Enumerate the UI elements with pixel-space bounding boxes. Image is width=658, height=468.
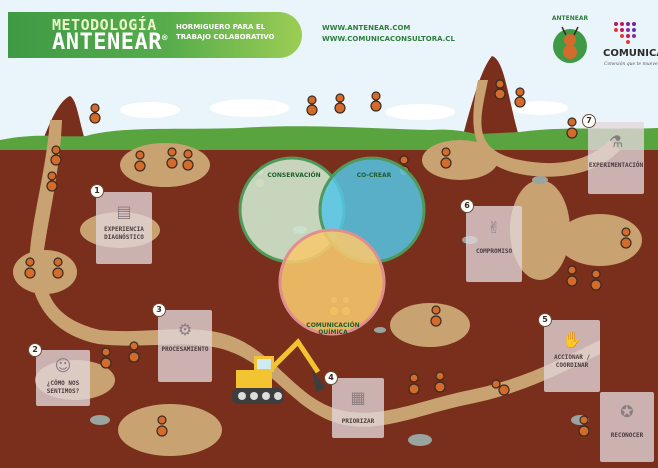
- step-label: PRIORIZAR: [332, 418, 384, 426]
- step-label-line-1: EXPERIMENTACIÓN: [588, 162, 644, 169]
- step-label: EXPERIMENTACIÓN: [588, 162, 644, 170]
- hands-icon: ✌: [487, 218, 501, 237]
- step-label: EXPERIENCIA DIAGNÓSTICO: [96, 226, 152, 242]
- gears-icon: ⚙: [177, 320, 193, 339]
- step-label-line-1: ACCIONAR /: [553, 354, 591, 361]
- step-label-line-2: COORDINAR: [555, 362, 589, 369]
- step-label-line-1: PRIORIZAR: [341, 418, 375, 425]
- step-number-3: 3: [152, 303, 166, 317]
- faces-icon: ☺: [54, 356, 72, 375]
- step-number-2: 2: [28, 343, 42, 357]
- comunica-logo-icon: [614, 22, 636, 44]
- antenear-logo-text: ANTENEAR: [551, 15, 589, 22]
- clouds: [120, 99, 568, 120]
- website-antenear-link[interactable]: WWW.ANTENEAR.COM: [322, 24, 411, 32]
- header-subtitle: HORMIGUERO PARA EL TRABAJO COLABORATIVO: [176, 22, 286, 42]
- step-card-experimentacion: ⚗ EXPERIMENTACIÓN: [588, 122, 644, 194]
- comunica-logo-text: COMUNICA: [603, 48, 658, 59]
- ants: [24, 79, 632, 437]
- step-number-6: 6: [460, 199, 474, 213]
- title-line-1: METODOLOGÍA: [52, 16, 157, 34]
- step-label: ¿CÓMO NOS SENTIMOS?: [36, 380, 90, 396]
- comunica-tagline: Conexión que te mueve: [604, 62, 658, 67]
- venn-label-cocrear: CO-CREAR: [356, 172, 392, 179]
- step-card-como-nos-sentimos: ☺ ¿CÓMO NOS SENTIMOS?: [36, 350, 90, 406]
- flask-icon: ⚗: [608, 132, 624, 151]
- step-number-4: 4: [324, 371, 338, 385]
- step-number-5: 5: [538, 313, 552, 327]
- venn-label-comunicacion-line-2: QUÍMICA: [318, 329, 348, 336]
- excavator: [232, 338, 326, 404]
- registered-mark: ®: [161, 33, 168, 44]
- step-label: ACCIONAR / COORDINAR: [544, 354, 600, 370]
- step-label-line-1: ¿CÓMO NOS: [46, 380, 80, 387]
- venn-label-conservacion: CONSERVACIÓN: [267, 172, 321, 179]
- subtitle-line-1: HORMIGUERO PARA EL: [176, 23, 266, 31]
- step-label-line-2: DIAGNÓSTICO: [104, 234, 144, 241]
- medal-icon: ✪: [620, 402, 634, 421]
- step-card-experiencia: ▤ EXPERIENCIA DIAGNÓSTICO: [96, 192, 152, 264]
- step-label-line-1: PROCESAMIENTO: [161, 346, 209, 353]
- handshake-icon: ✋: [562, 330, 582, 349]
- step-card-reconocer: ✪ RECONOCER: [600, 392, 654, 462]
- step-label-line-2: SENTIMOS?: [46, 388, 80, 395]
- antenear-logo: [553, 26, 587, 63]
- step-card-accionar: ✋ ACCIONAR / COORDINAR: [544, 320, 600, 392]
- title-brand: ANTENEAR: [52, 30, 162, 55]
- step-label: RECONOCER: [600, 432, 654, 440]
- step-label: PROCESAMIENTO: [158, 346, 212, 354]
- step-number-7: 7: [582, 114, 596, 128]
- title-line-2: ANTENEAR®: [52, 30, 168, 55]
- clipboard-icon: ▤: [116, 202, 132, 221]
- step-label: COMPROMISO: [466, 248, 522, 256]
- venn-label-comunicacion: COMUNICACIÓN QUÍMICA: [302, 322, 364, 336]
- step-card-compromiso: ✌ COMPROMISO: [466, 206, 522, 282]
- venn-label-comunicacion-line-1: COMUNICACIÓN: [306, 322, 360, 329]
- subtitle-line-2: TRABAJO COLABORATIVO: [176, 33, 275, 41]
- step-card-procesamiento: ⚙ PROCESAMIENTO: [158, 310, 212, 382]
- step-card-priorizar: ▦ PRIORIZAR: [332, 378, 384, 438]
- step-label-line-1: COMPROMISO: [475, 248, 513, 255]
- document-icon: ▦: [350, 388, 366, 407]
- step-label-line-1: RECONOCER: [610, 432, 644, 439]
- website-comunica-link[interactable]: WWW.COMUNICACONSULTORA.CL: [322, 35, 455, 43]
- header-banner: [8, 12, 302, 58]
- step-label-line-1: EXPERIENCIA: [104, 226, 144, 233]
- step-number-1: 1: [90, 184, 104, 198]
- venn-circle-comunicacion: [278, 228, 386, 336]
